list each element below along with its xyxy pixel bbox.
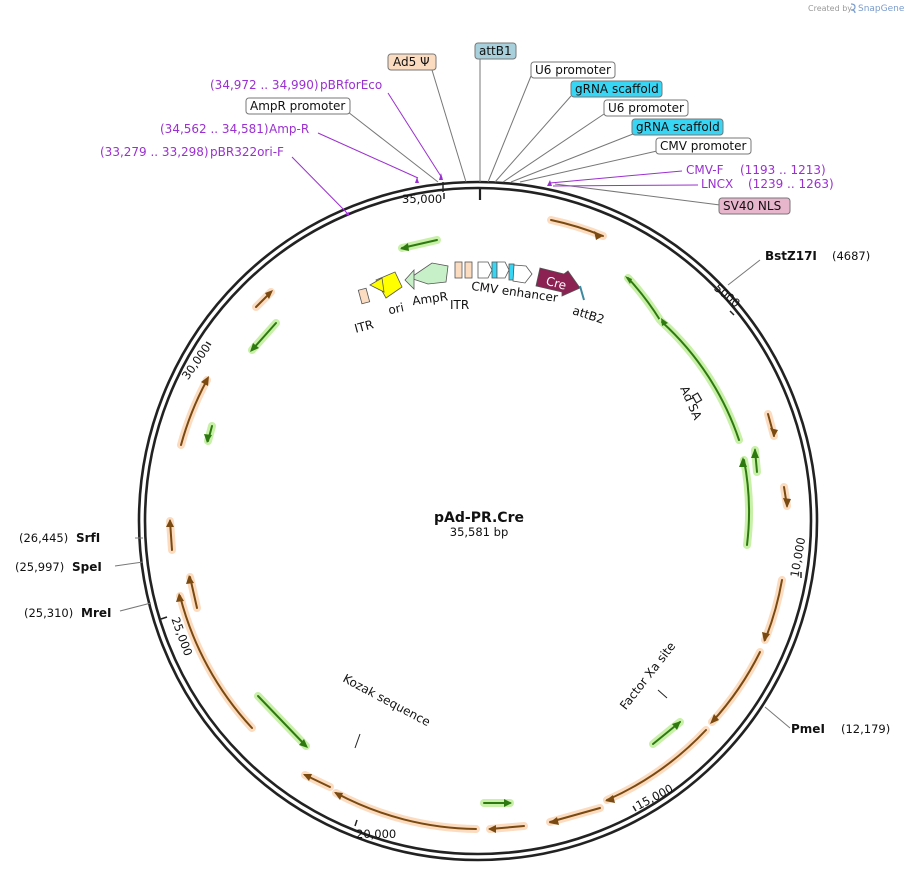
label-u6-promoter-2: U6 promoter (608, 101, 684, 115)
u6-shape-1 (477, 261, 493, 279)
grna-shape-1 (491, 261, 498, 279)
cmv-shape (512, 264, 533, 284)
backbone-inner-ring (143, 186, 813, 856)
enzyme-bstz17i-name: BstZ17I (765, 249, 817, 263)
label-ad5-psi: Ad5 Ψ (393, 55, 430, 69)
primer-pbr322ori-name: pBR322ori-F (210, 145, 284, 159)
site-marks (345, 173, 552, 216)
orf-17 (257, 695, 307, 747)
enzyme-pmei-pos: (12,179) (841, 722, 890, 736)
enzyme-srfi-name: SrfI (76, 531, 100, 545)
primer-pbr322ori-range: (33,279 .. 33,298) (100, 145, 209, 159)
credit-brand: SnapGene (858, 4, 905, 14)
snapgene-logo-icon (850, 3, 856, 14)
enzyme-bstz17i-pos: (4687) (832, 249, 870, 263)
feature-attb2: attB2 (571, 303, 606, 326)
primer-ampr-name: Amp-R (269, 122, 309, 136)
enzyme-mrei-pos: (25,310) (24, 606, 73, 620)
backbone-outer-ring (137, 180, 819, 862)
label-u6-promoter-1: U6 promoter (535, 63, 611, 77)
ad-sa-shape (691, 392, 703, 404)
orf-arrows (166, 216, 791, 833)
primer-connectors (291, 92, 699, 215)
feature-factor-xa: Factor Xa site (617, 639, 678, 712)
plasmid-name: pAd-PR.Cre (434, 510, 524, 526)
primer-pbrforeco-name: pBRforEco (320, 78, 382, 92)
orf-12 (549, 807, 601, 823)
tick-10000: 10,000 (787, 536, 808, 578)
label-ampr-promoter: AmpR promoter (250, 99, 345, 113)
features: ITR ori AmpR ITR CMV enhancer Cre attB2 … (341, 261, 705, 749)
feature-ampr: AmpR (411, 289, 448, 308)
credit-prefix: Created by (808, 4, 852, 13)
itr-right-shape-a (454, 261, 463, 279)
primer-ampr-range: (34,562 .. 34,581) (160, 122, 269, 136)
enzyme-spei-name: SpeI (72, 560, 102, 574)
primer-lncx-name: LNCX (701, 177, 733, 191)
primer-labels: (34,972 .. 34,990) pBRforEco (34,562 .. … (100, 78, 834, 191)
tick-5000: 5000 (711, 281, 742, 311)
label-cmv-promoter: CMV promoter (660, 139, 747, 153)
enzyme-spei-pos: (25,997) (15, 560, 64, 574)
orf-10 (606, 729, 707, 801)
orf-15 (335, 792, 477, 830)
feature-ori: ori (387, 300, 405, 317)
label-grna-scaffold-2: gRNA scaffold (636, 120, 720, 134)
feature-kozak: Kozak sequence (341, 671, 433, 729)
cre-shape (535, 267, 581, 297)
plasmid-size: 35,581 bp (450, 525, 509, 539)
itr-right-shape-b (464, 261, 473, 279)
ampr-shape (409, 262, 449, 285)
label-sv40-nls: SV40 NLS (723, 199, 781, 213)
attb2-shape (579, 285, 585, 301)
feature-ad-sa: Ad SA (677, 384, 705, 423)
factor-xa-line (657, 689, 668, 699)
feature-itr-left: ITR (353, 317, 375, 335)
itr-left-shape (357, 287, 371, 305)
primer-cmv-f-name: CMV-F (686, 163, 724, 177)
primer-lncx-range: (1239 .. 1263) (748, 177, 834, 191)
primer-pbrforeco-range: (34,972 .. 34,990) (210, 78, 319, 92)
label-attb1: attB1 (479, 44, 512, 58)
enzyme-pmei-name: PmeI (791, 722, 825, 736)
kozak-line (354, 733, 361, 749)
tick-30000: 30,000 (179, 341, 214, 382)
label-connectors (114, 58, 791, 729)
orf-1-head (594, 231, 603, 240)
enzyme-srfi-pos: (26,445) (19, 531, 68, 545)
orf-18 (179, 595, 253, 729)
boxed-labels: Ad5 Ψ attB1 U6 promoter gRNA scaffold U6… (245, 42, 791, 215)
label-grna-scaffold-1: gRNA scaffold (575, 82, 659, 96)
primer-cmv-f-range: (1193 .. 1213) (740, 163, 826, 177)
tick-35000: 35,000 (402, 192, 442, 206)
enzyme-mrei-name: MreI (81, 606, 111, 620)
u6-shape-2 (496, 261, 510, 279)
enzyme-labels: BstZ17I (4687) PmeI (12,179) (26,445) Sr… (15, 249, 890, 736)
orf-3 (661, 321, 740, 441)
feature-cre: Cre (544, 274, 567, 293)
tick-20000: 20,000 (356, 827, 396, 841)
feature-itr-right: ITR (450, 298, 469, 312)
